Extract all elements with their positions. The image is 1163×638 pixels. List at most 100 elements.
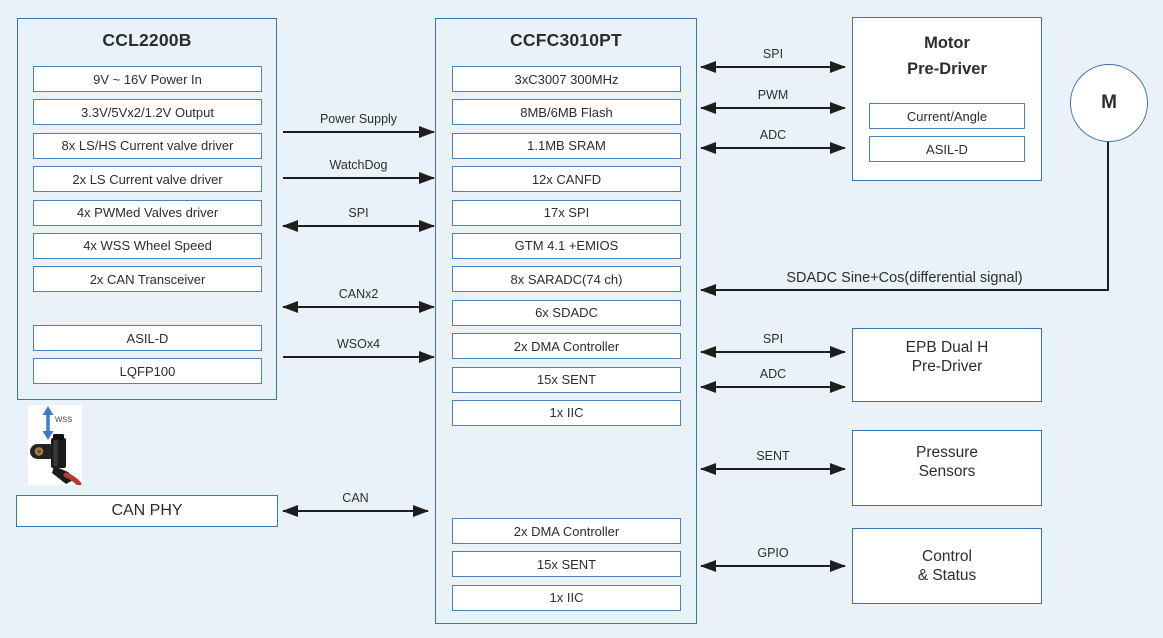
- arrowhead-right-icon: [830, 381, 846, 393]
- arrowhead-right-icon: [419, 126, 435, 138]
- feature-box: 2x DMA Controller: [452, 518, 681, 544]
- epb-line2: Pre-Driver: [911, 358, 983, 375]
- arrow-label: Power Supply: [319, 112, 398, 126]
- arrow-line: [701, 66, 845, 68]
- arrow-line: [283, 131, 434, 133]
- feature-box: 1x IIC: [452, 399, 681, 426]
- feature-box: 15x SENT: [452, 551, 681, 578]
- pressure-sensors-block: Pressure Sensors: [852, 430, 1042, 506]
- arrow-label: SPI: [348, 206, 369, 220]
- arrowhead-right-icon: [830, 142, 846, 154]
- motor-feature-list: Current/Angle ASIL-D: [869, 103, 1025, 162]
- feature-box: LQFP100: [33, 358, 262, 385]
- control-line1: Control: [922, 547, 972, 565]
- arrow-label: SPI: [762, 47, 784, 61]
- feature-box: 9V ~ 16V Power In: [33, 66, 262, 92]
- feature-box: Current/Angle: [869, 103, 1025, 129]
- feature-box: 12x CANFD: [452, 166, 681, 193]
- feature-box: 8x LS/HS Current valve driver: [33, 132, 262, 159]
- ccfc3010pt-block: CCFC3010PT 3xC3007 300MHz 8MB/6MB Flash …: [435, 18, 697, 624]
- feature-box: 2x LS Current valve driver: [33, 166, 262, 193]
- connection-spi-motor: SPI: [700, 47, 846, 73]
- connection-canx2: CANx2: [282, 287, 435, 313]
- connection-adc-motor: ADC: [700, 128, 846, 154]
- motor-symbol-label: M: [1101, 92, 1117, 113]
- can-phy-label: CAN PHY: [111, 502, 183, 519]
- arrow-line: [701, 107, 845, 109]
- connection-spi-epb: SPI: [700, 332, 846, 358]
- connection-wsox4: WSOx4: [283, 337, 435, 363]
- arrowhead-right-icon: [830, 560, 846, 572]
- feature-box: 6x SDADC: [452, 299, 681, 326]
- arrowhead-right-icon: [419, 351, 435, 363]
- motor-pre-driver-block: Motor Pre-Driver Current/Angle ASIL-D: [852, 17, 1042, 181]
- connection-power-supply: Power Supply: [283, 112, 435, 138]
- motor-symbol: M: [1070, 64, 1148, 142]
- feature-box: 8x SARADC(74 ch): [452, 266, 681, 293]
- arrowhead-left-icon: [700, 284, 716, 296]
- feature-box: ASIL-D: [869, 136, 1025, 162]
- arrow-label: SENT: [756, 449, 790, 463]
- connection-can: CAN: [282, 491, 429, 517]
- feature-box: 17x SPI: [452, 199, 681, 226]
- feature-box: ASIL-D: [33, 325, 262, 351]
- arrow-line: [283, 510, 428, 512]
- arrowhead-left-icon: [282, 505, 298, 517]
- arrow-label: ADC: [759, 367, 787, 381]
- wss-label: wss: [54, 414, 72, 425]
- connection-pwm: PWM: [700, 88, 846, 114]
- connection-sent: SENT: [700, 449, 846, 475]
- ccl2200b-block: CCL2200B 9V ~ 16V Power In 3.3V/5Vx2/1.2…: [17, 18, 277, 400]
- feature-box: GTM 4.1 +EMIOS: [452, 232, 681, 259]
- arrowhead-left-icon: [700, 463, 716, 475]
- motor-title-line1: Motor: [924, 34, 970, 52]
- arrowhead-right-icon: [419, 172, 435, 184]
- ccl2200b-bottom-list: ASIL-D LQFP100: [33, 325, 262, 385]
- arrowhead-left-icon: [282, 220, 298, 232]
- arrow-line: [701, 147, 845, 149]
- pressure-line2: Sensors: [918, 463, 976, 480]
- feature-box: 1x IIC: [452, 584, 681, 611]
- feature-box: 8MB/6MB Flash: [452, 99, 681, 126]
- motor-pre-driver-title: Motor Pre-Driver: [853, 31, 1041, 82]
- wheel-speed-sensor-image: wss: [28, 405, 82, 485]
- connection-watchdog: WatchDog: [283, 158, 435, 184]
- arrowhead-right-icon: [419, 301, 435, 313]
- arrow-label: SDADC Sine+Cos(differential signal): [786, 270, 1023, 286]
- arrow-label: CAN: [342, 491, 369, 505]
- control-line2: & Status: [917, 567, 977, 584]
- arrow-label: SPI: [762, 332, 784, 346]
- feature-box: 3.3V/5Vx2/1.2V Output: [33, 99, 262, 126]
- arrow-line: [701, 468, 845, 470]
- arrowhead-left-icon: [282, 301, 298, 313]
- arrow-line: [701, 351, 845, 353]
- arrow-label: WatchDog: [329, 158, 388, 172]
- ccfc3010pt-feature-list: 3xC3007 300MHz 8MB/6MB Flash 1.1MB SRAM …: [452, 66, 681, 426]
- connection-gpio: GPIO: [700, 546, 846, 572]
- feature-box: 2x DMA Controller: [452, 333, 681, 360]
- feature-box: 15x SENT: [452, 366, 681, 393]
- feature-box: 4x WSS Wheel Speed: [33, 232, 262, 259]
- ccfc3010pt-title: CCFC3010PT: [510, 30, 622, 50]
- arrowhead-right-icon: [419, 220, 435, 232]
- motor-feedback-line: [1107, 142, 1109, 291]
- arrowhead-right-icon: [413, 505, 429, 517]
- arrow-label: CANx2: [338, 287, 379, 301]
- arrowhead-right-icon: [830, 102, 846, 114]
- arrowhead-right-icon: [830, 346, 846, 358]
- arrowhead-left-icon: [700, 560, 716, 572]
- arrow-label: GPIO: [757, 546, 789, 560]
- feature-box: 1.1MB SRAM: [452, 132, 681, 159]
- control-status-block: Control & Status: [852, 528, 1042, 604]
- pressure-line1: Pressure: [915, 443, 979, 461]
- feature-box: 4x PWMed Valves driver: [33, 199, 262, 226]
- connection-sdadc: SDADC Sine+Cos(differential signal): [700, 270, 1108, 296]
- arrow-line: [701, 386, 845, 388]
- feature-box: 3xC3007 300MHz: [452, 66, 681, 92]
- ccfc3010pt-bottom-list: 2x DMA Controller 15x SENT 1x IIC: [452, 518, 681, 611]
- arrow-line: [701, 289, 1108, 291]
- arrow-line: [283, 177, 434, 179]
- arrowhead-left-icon: [700, 61, 716, 73]
- arrowhead-right-icon: [830, 61, 846, 73]
